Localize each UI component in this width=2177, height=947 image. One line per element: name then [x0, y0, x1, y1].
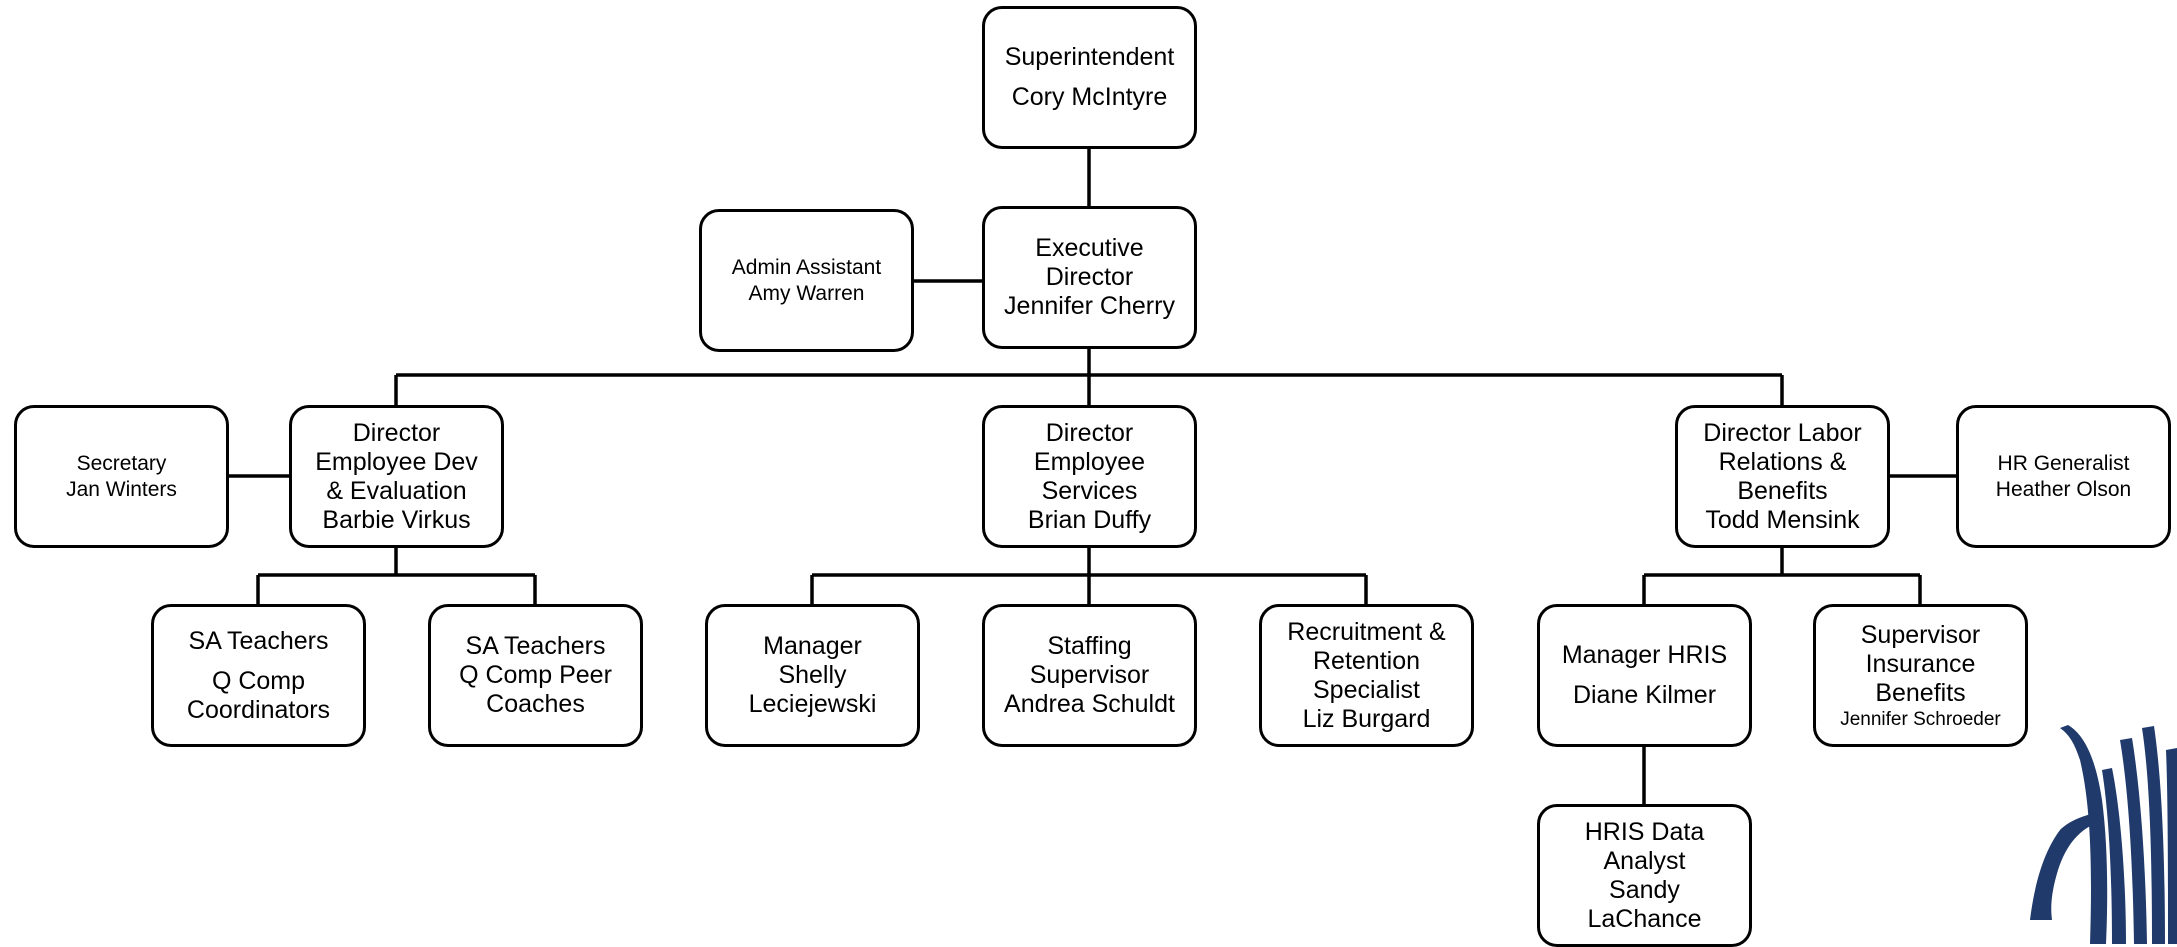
node-admin-assistant: Admin Assistant Amy Warren	[699, 209, 914, 352]
logo-spray-left	[2030, 812, 2100, 920]
node-manager-hris-name: Diane Kilmer	[1572, 681, 1717, 709]
logo-spray-4	[2142, 726, 2165, 944]
node-executive-director-line-1: Executive	[1035, 234, 1144, 262]
node-hris-data-analyst-line-1: HRIS Data	[1584, 817, 1705, 846]
node-manager-shelly-last: Leciejewski	[748, 690, 877, 718]
node-hris-data-analyst-line-2: Analyst	[1603, 846, 1686, 875]
fountain-logo	[2030, 725, 2177, 944]
node-supervisor-insurance-line-3: Benefits	[1875, 678, 1966, 707]
node-recruitment-specialist-name: Liz Burgard	[1302, 704, 1431, 733]
node-staffing-supervisor: Staffing Supervisor Andrea Schuldt	[982, 604, 1197, 747]
connector-lines	[229, 148, 1956, 804]
node-executive-director-name: Jennifer Cherry	[1004, 292, 1175, 320]
logo-spray-1	[2060, 725, 2108, 944]
node-superintendent-name: Cory McIntyre	[1011, 83, 1168, 111]
node-director-labor-relations-name: Todd Mensink	[1705, 505, 1860, 534]
node-director-employee-dev: Director Employee Dev & Evaluation Barbi…	[289, 405, 504, 548]
node-secretary-name: Jan Winters	[66, 477, 177, 501]
node-manager-hris-title: Manager HRIS	[1561, 641, 1728, 669]
node-secretary-title: Secretary	[76, 451, 167, 475]
node-director-labor-relations-line-3: Benefits	[1737, 476, 1828, 505]
node-staffing-supervisor-line-1: Staffing	[1047, 632, 1132, 660]
node-sa-teachers-peer-coaches-line-1: SA Teachers	[465, 632, 606, 660]
node-superintendent-title: Superintendent	[1004, 43, 1175, 71]
node-hr-generalist-title: HR Generalist	[1997, 451, 2130, 475]
node-recruitment-specialist: Recruitment & Retention Specialist Liz B…	[1259, 604, 1474, 747]
node-secretary: Secretary Jan Winters	[14, 405, 229, 548]
node-director-employee-dev-name: Barbie Virkus	[322, 505, 471, 534]
node-sa-teachers-coordinators: SA Teachers Q Comp Coordinators	[151, 604, 366, 747]
node-hr-generalist-name: Heather Olson	[1995, 477, 2132, 501]
node-sa-teachers-peer-coaches: SA Teachers Q Comp Peer Coaches	[428, 604, 643, 747]
node-executive-director-line-2: Director	[1045, 263, 1134, 291]
node-sa-teachers-coordinators-line-2: Q Comp	[211, 666, 306, 695]
node-supervisor-insurance-line-1: Supervisor	[1860, 620, 1981, 649]
node-director-employee-services-line-2: Employee	[1033, 447, 1146, 476]
node-staffing-supervisor-line-2: Supervisor	[1029, 661, 1150, 689]
node-admin-assistant-name: Amy Warren	[748, 281, 865, 305]
node-recruitment-specialist-line-2: Retention	[1312, 646, 1421, 675]
node-sa-teachers-coordinators-line-3: Coordinators	[186, 695, 331, 724]
node-superintendent: Superintendent Cory McIntyre	[982, 6, 1197, 149]
node-manager-shelly-title: Manager	[763, 632, 862, 660]
logo-spray-2	[2102, 768, 2126, 944]
node-manager-shelly-first: Shelly	[778, 661, 847, 689]
node-director-employee-services-name: Brian Duffy	[1027, 505, 1152, 534]
node-manager-hris: Manager HRIS Diane Kilmer	[1537, 604, 1752, 747]
node-hris-data-analyst-first: Sandy	[1609, 875, 1680, 904]
node-sa-teachers-coordinators-line-1: SA Teachers	[188, 626, 329, 655]
logo-spray-5	[2166, 748, 2177, 944]
node-director-employee-services-line-3: Services	[1041, 476, 1138, 505]
logo-spray-3	[2120, 738, 2147, 944]
node-director-employee-dev-line-2: Employee Dev	[315, 447, 478, 476]
node-executive-director: Executive Director Jennifer Cherry	[982, 206, 1197, 349]
node-recruitment-specialist-line-3: Specialist	[1313, 675, 1420, 704]
node-hris-data-analyst: HRIS Data Analyst Sandy LaChance	[1537, 804, 1752, 947]
node-hris-data-analyst-last: LaChance	[1587, 904, 1702, 933]
node-supervisor-insurance-line-2: Insurance	[1865, 649, 1976, 678]
node-hr-generalist: HR Generalist Heather Olson	[1956, 405, 2171, 548]
node-director-labor-relations-line-1: Director Labor	[1703, 418, 1862, 447]
node-admin-assistant-title: Admin Assistant	[731, 255, 882, 279]
node-supervisor-insurance-name: Jennifer Schroeder	[1840, 708, 2001, 730]
node-director-employee-services-line-1: Director	[1045, 418, 1134, 447]
node-sa-teachers-peer-coaches-line-2: Q Comp Peer	[459, 661, 612, 689]
node-director-employee-dev-line-1: Director	[352, 418, 441, 447]
node-sa-teachers-peer-coaches-line-3: Coaches	[486, 690, 585, 718]
node-director-labor-relations: Director Labor Relations & Benefits Todd…	[1675, 405, 1890, 548]
node-recruitment-specialist-line-1: Recruitment &	[1287, 617, 1446, 646]
node-manager-shelly: Manager Shelly Leciejewski	[705, 604, 920, 747]
node-staffing-supervisor-name: Andrea Schuldt	[1004, 690, 1175, 718]
node-director-labor-relations-line-2: Relations &	[1718, 447, 1847, 476]
node-director-employee-services: Director Employee Services Brian Duffy	[982, 405, 1197, 548]
node-supervisor-insurance: Supervisor Insurance Benefits Jennifer S…	[1813, 604, 2028, 747]
node-director-employee-dev-line-3: & Evaluation	[326, 476, 467, 505]
